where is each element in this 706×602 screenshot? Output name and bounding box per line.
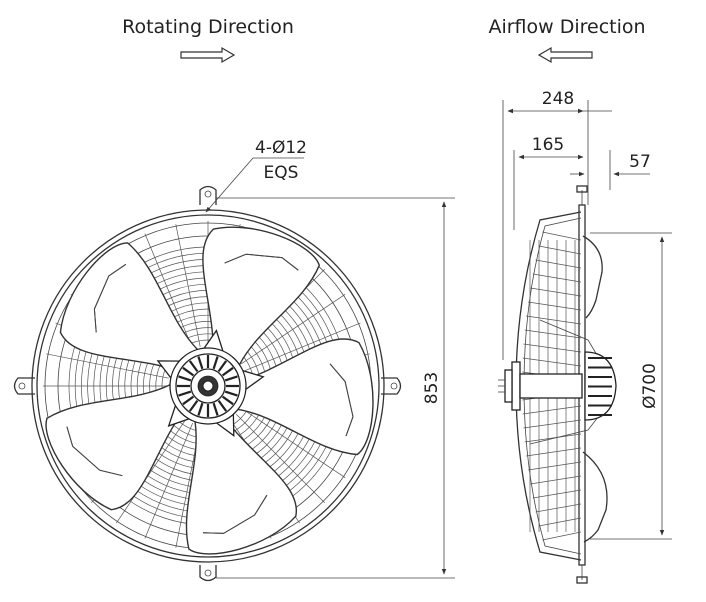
blade-diameter-dimension: Ø700 [590,232,672,540]
fan-blade [237,338,374,456]
fan-blade [202,226,321,366]
front-view: 4-Ø12 EQS 853 [13,138,455,582]
airflow-direction-label: Airflow Direction [488,16,645,38]
fan-blade [185,417,297,555]
height-dimension: 853 [216,197,455,579]
side-view: 248 165 57 Ø700 [498,89,672,584]
fan-blade [59,242,199,371]
height-dimension-value: 853 [422,372,442,404]
depth-flange-value: 57 [629,152,651,172]
mounting-hole-spec: 4-Ø12 [255,138,307,158]
motor-hub [156,329,265,438]
depth-dimensions: 248 165 57 [502,89,651,360]
mounting-tabs [13,185,402,582]
side-motor [498,351,617,421]
depth-guard-value: 165 [532,135,564,155]
fan-blades [45,226,374,555]
depth-total-value: 248 [542,89,574,109]
rotating-direction-label: Rotating Direction [122,16,294,38]
blade-diameter-value: Ø700 [640,363,660,409]
mounting-hole-note: EQS [264,163,299,183]
mounting-hole-callout: 4-Ø12 EQS [205,138,307,213]
airflow-direction-arrow-icon [537,46,593,64]
fan-blade [45,383,184,511]
rotating-direction-arrow-icon [180,46,236,64]
